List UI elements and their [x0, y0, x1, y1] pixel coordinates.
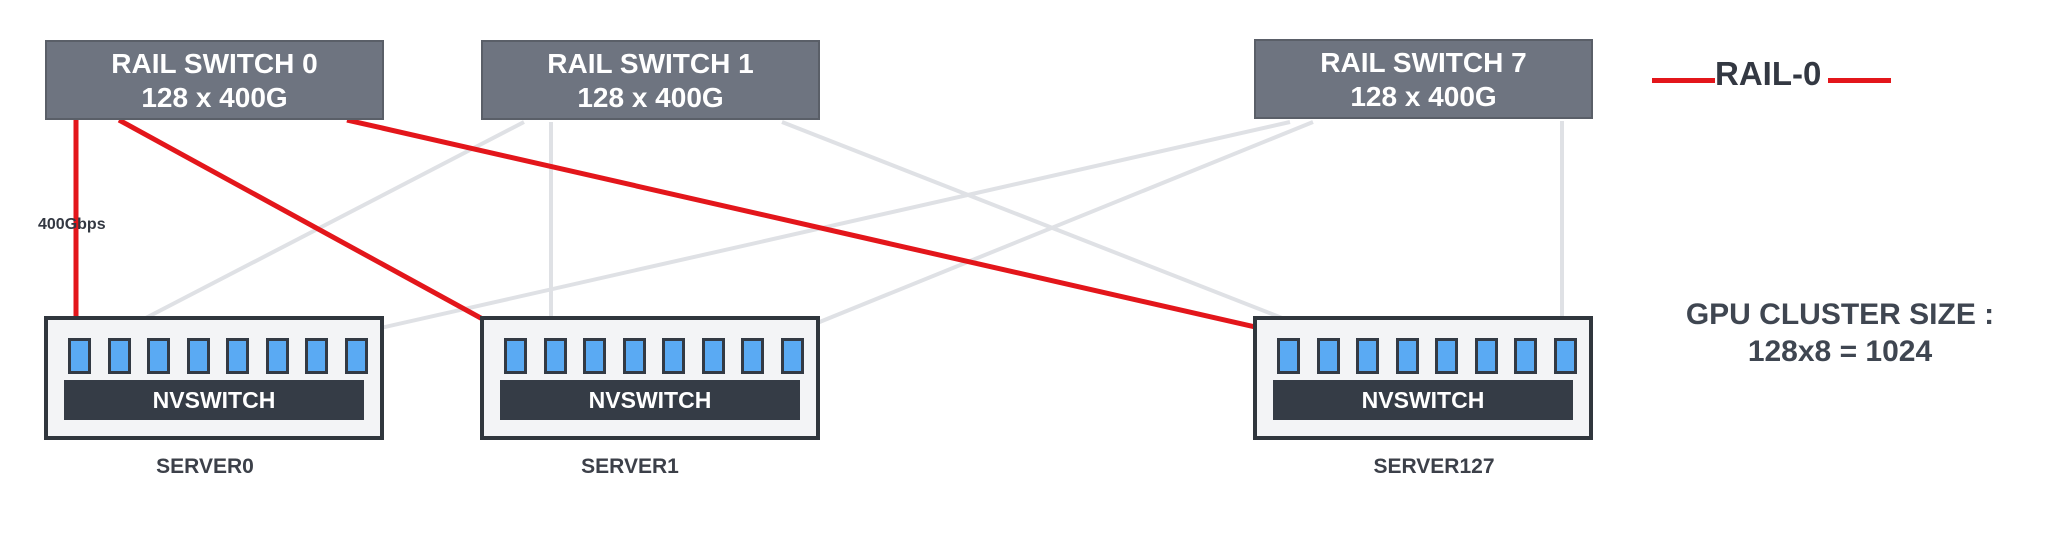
gpu-6[interactable]	[305, 338, 328, 374]
gpu-1[interactable]	[544, 338, 567, 374]
gpu-0[interactable]	[504, 338, 527, 374]
switch-ports: 128 x 400G	[141, 82, 288, 113]
gpu-5[interactable]	[702, 338, 725, 374]
rail-switch-1[interactable]: RAIL SWITCH 1 128 x 400G	[481, 40, 820, 120]
gpu-4[interactable]	[662, 338, 685, 374]
gpu-1[interactable]	[1317, 338, 1340, 374]
server-0-label: SERVER0	[156, 455, 254, 478]
gpu-5[interactable]	[1475, 338, 1498, 374]
server-127[interactable]: NVSWITCH	[1253, 316, 1593, 440]
cluster-formula: 128x8 = 1024	[1747, 335, 1933, 368]
rail-0-link-server-127	[346, 117, 1287, 337]
cluster-size: GPU CLUSTER SIZE : 128x8 = 1024	[1650, 296, 2030, 370]
gpu-7[interactable]	[781, 338, 804, 374]
gpu-4[interactable]	[226, 338, 249, 374]
switch-name: RAIL SWITCH 1	[547, 48, 754, 79]
gpu-7[interactable]	[345, 338, 368, 374]
switch-ports: 128 x 400G	[577, 82, 724, 113]
server-0[interactable]: NVSWITCH	[44, 316, 384, 440]
gpu-2[interactable]	[583, 338, 606, 374]
switch-ports: 128 x 400G	[1350, 81, 1497, 112]
server-1-label: SERVER1	[581, 455, 679, 478]
gpu-0[interactable]	[68, 338, 91, 374]
rail-7-link-server-1	[789, 120, 1314, 336]
cluster-title: GPU CLUSTER SIZE :	[1685, 298, 1995, 331]
rail-switch-0[interactable]: RAIL SWITCH 0 128 x 400G	[45, 40, 384, 120]
gpu-1[interactable]	[108, 338, 131, 374]
gpu-2[interactable]	[147, 338, 170, 374]
switch-name: RAIL SWITCH 0	[111, 48, 318, 79]
rail-0-link-server-1	[117, 117, 512, 337]
legend-line-left	[1652, 78, 1715, 83]
gpu-2[interactable]	[1356, 338, 1379, 374]
gpu-6[interactable]	[1514, 338, 1537, 374]
gpu-3[interactable]	[1396, 338, 1419, 374]
gpu-0[interactable]	[1277, 338, 1300, 374]
gpu-4[interactable]	[1435, 338, 1458, 374]
gpu-6[interactable]	[741, 338, 764, 374]
rail-switch-7[interactable]: RAIL SWITCH 7 128 x 400G	[1254, 39, 1593, 119]
legend-line-right	[1828, 78, 1891, 83]
nvswitch: NVSWITCH	[64, 380, 364, 420]
server-127-label: SERVER127	[1373, 455, 1495, 478]
gpu-3[interactable]	[187, 338, 210, 374]
server-1[interactable]: NVSWITCH	[480, 316, 820, 440]
legend-label: RAIL-0	[1715, 55, 1822, 92]
gpu-5[interactable]	[266, 338, 289, 374]
gpu-3[interactable]	[623, 338, 646, 374]
gpu-7[interactable]	[1554, 338, 1577, 374]
nvswitch: NVSWITCH	[500, 380, 800, 420]
switch-name: RAIL SWITCH 7	[1320, 47, 1527, 78]
nvswitch: NVSWITCH	[1273, 380, 1573, 420]
link-bandwidth-label: 400Gbps	[38, 216, 106, 233]
